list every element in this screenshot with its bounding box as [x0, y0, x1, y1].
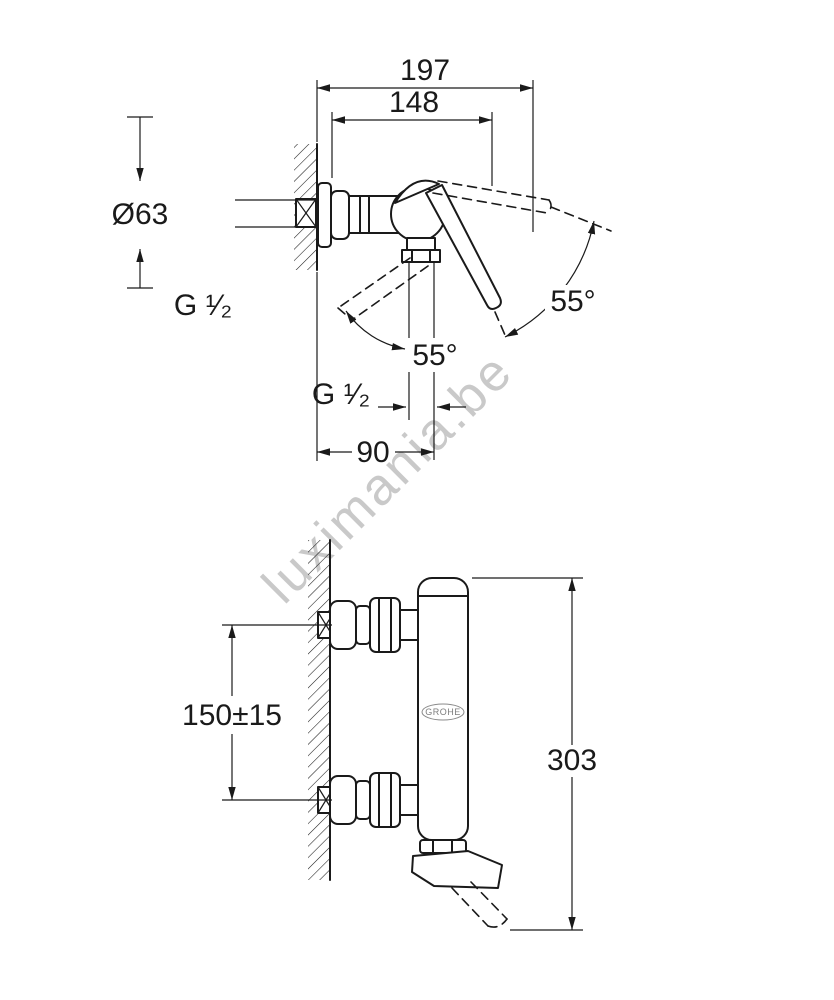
lever-cap: [394, 179, 440, 204]
dim-outlet-offset: 90: [316, 272, 434, 469]
dim-connection-height: 150±15: [182, 624, 332, 801]
escutcheon-bottom: [329, 775, 357, 825]
front-view: GROHE 150±15 303: [182, 539, 597, 931]
dim-label-197: 197: [400, 54, 450, 87]
wall-section-front: [308, 539, 335, 881]
union-nut-top: [369, 597, 401, 653]
dim-label-303: 303: [547, 744, 597, 777]
lever-angle-arc: [504, 220, 596, 338]
svg-text:G ¹⁄₂: G ¹⁄₂: [312, 378, 370, 411]
brand-logo-oval: [421, 703, 465, 721]
dim-depth-body: 148: [331, 86, 493, 186]
brand-logo-text: GROHE: [425, 707, 461, 717]
dim-label-d63: Ø63: [112, 198, 169, 231]
dim-label-148: 148: [389, 86, 439, 119]
mixer-front-view: GROHE: [329, 577, 508, 928]
dim-depth-overall: 197: [316, 54, 534, 232]
mixer-side-view: [317, 179, 502, 310]
svg-text:55°: 55°: [550, 285, 595, 318]
thread-label-outlet: G ¹⁄₂: [312, 378, 466, 411]
escutcheon-top: [329, 600, 357, 650]
thread-label-inlet: G ¹⁄₂: [174, 289, 232, 322]
escutcheon-front: [330, 190, 350, 240]
dim-height-overall: 303: [472, 577, 597, 931]
outlet-assembly: [337, 237, 441, 460]
wall-section-top: [294, 143, 318, 271]
outlet-angle-arc: [345, 310, 406, 351]
escutcheon-back: [317, 182, 332, 248]
angle-label-outlet: 55°: [407, 338, 464, 372]
watermark-text: luximania.be: [252, 342, 525, 615]
outlet-stem: [406, 237, 436, 251]
dim-escutcheon-diameter: Ø63: [112, 116, 316, 289]
wall-hatch: [308, 540, 330, 880]
lever-handle: [425, 184, 502, 310]
dim-label-150: 150±15: [182, 699, 282, 732]
swivel-spout: [411, 850, 503, 889]
angle-label-lever: 55°: [545, 285, 601, 318]
top-view: 197 148 Ø63 G ¹⁄₂ 55° 55°: [112, 54, 612, 469]
svg-text:55°: 55°: [412, 339, 457, 372]
union-nut-bottom: [369, 772, 401, 828]
dim-label-90: 90: [356, 436, 389, 469]
